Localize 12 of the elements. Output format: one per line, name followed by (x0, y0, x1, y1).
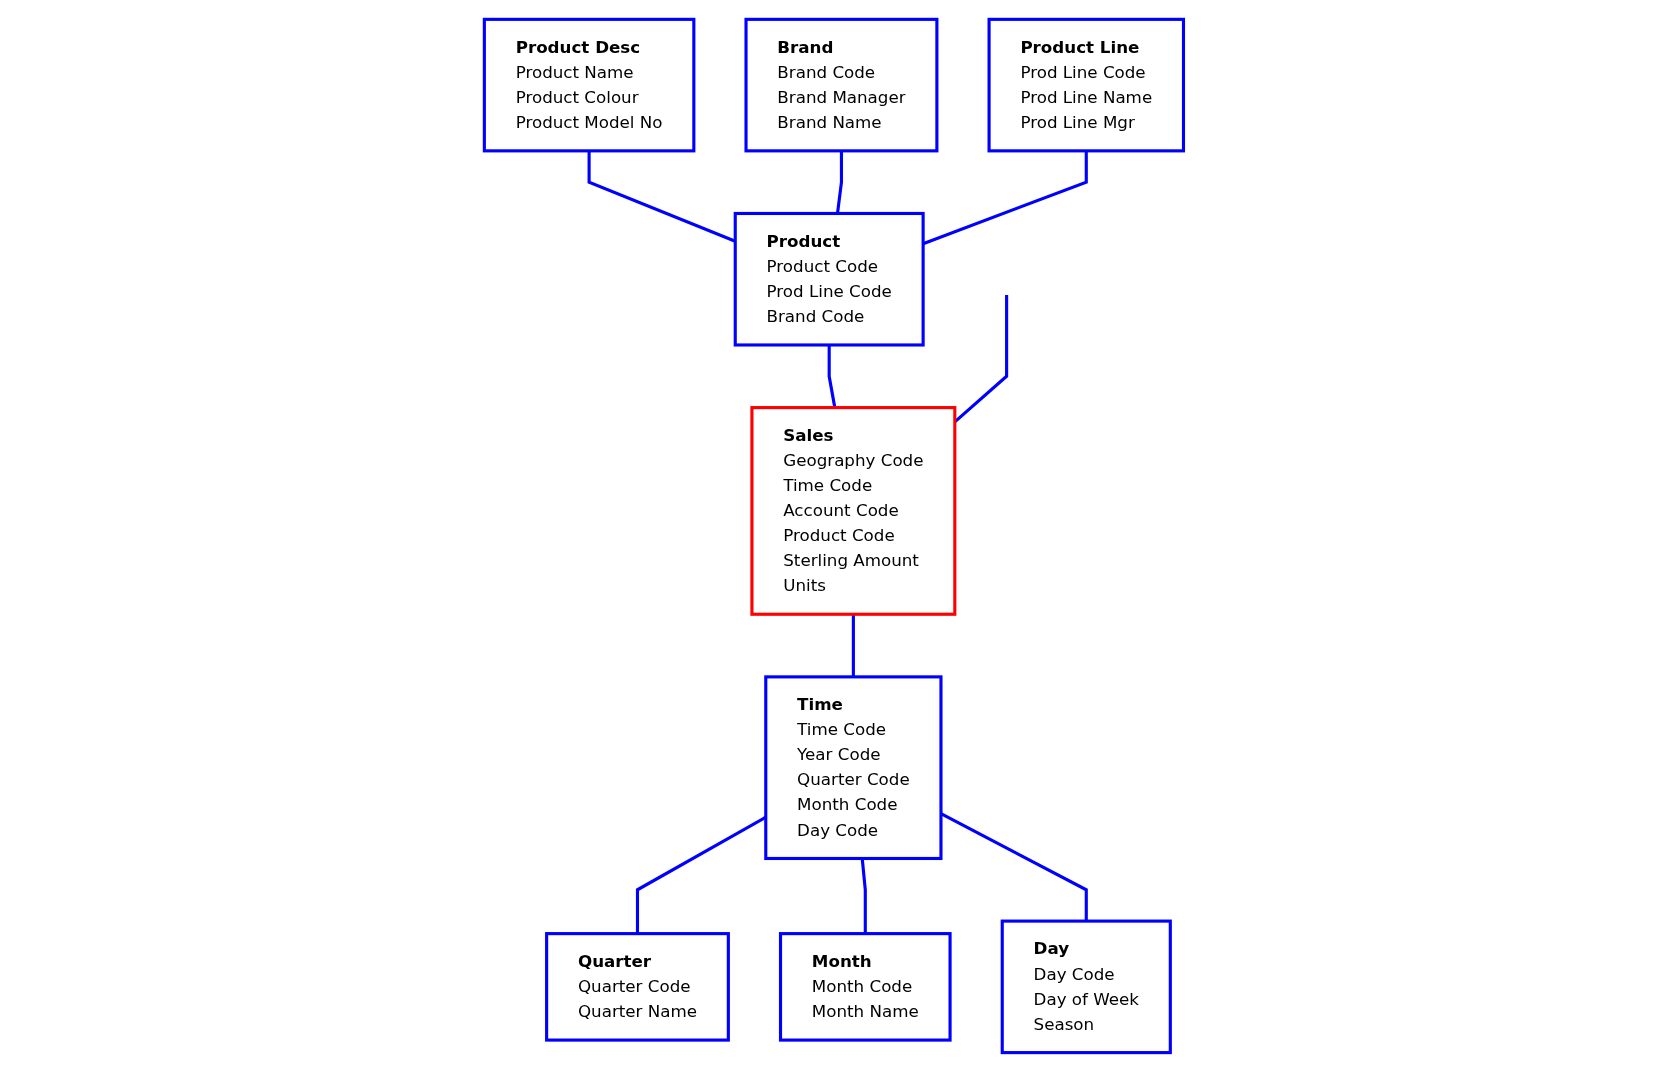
node-box: Product Product Code Prod Line Code Brand Code (733, 211, 925, 347)
node-box: Brand Brand Code Brand Manager Brand Name (744, 17, 939, 152)
node-box: Sales Geography Code Time Code Account Code Product Code Sterling Amount Units (750, 405, 957, 616)
node-box: Quarter Quarter Code Quarter Name (545, 931, 730, 1042)
node-box: Day Day Code Day of Week Season (1000, 919, 1172, 1054)
node-box: Time Time Code Year Code Quarter Code Month Code Day Code (764, 674, 943, 860)
node-box: Product Desc Product Name Product Colour Product Model No (482, 17, 696, 152)
connector (827, 344, 837, 408)
connector (851, 613, 855, 677)
connector (860, 857, 867, 934)
node-box: Product Line Prod Line Code Prod Line Name Prod Line Mgr (987, 17, 1186, 152)
node-box: Month Month Code Month Name (779, 931, 952, 1042)
